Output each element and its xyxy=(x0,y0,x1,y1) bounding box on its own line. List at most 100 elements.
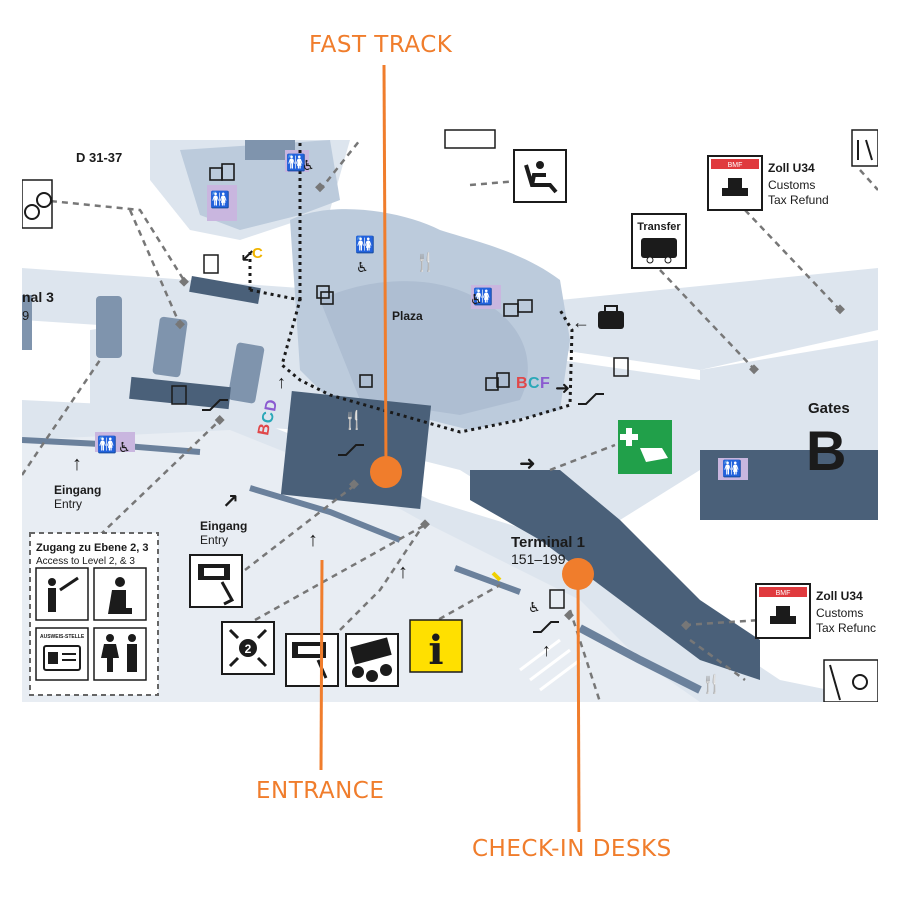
bmf-label: BMF xyxy=(728,162,743,169)
right-corridor xyxy=(560,268,878,370)
baggage-arrow: ← xyxy=(572,312,590,332)
wheelchair-icon: ♿ xyxy=(356,260,369,276)
shop-icon xyxy=(221,163,235,181)
gates-letter: B xyxy=(806,419,846,482)
letter-b: B xyxy=(255,422,274,436)
bcd-letters: B C D xyxy=(255,398,281,436)
restroom-icon: 🚻 xyxy=(473,287,493,306)
terminal3-label: nal 3 xyxy=(22,289,54,305)
restroom-icon: 🚻 xyxy=(355,235,375,254)
restaurant-icons: 🍴 🍴 🍴 xyxy=(342,251,722,695)
transfer-sign: Transfer xyxy=(631,213,687,269)
bicycle-icon-left xyxy=(22,179,53,229)
top-mid-icon xyxy=(444,129,496,149)
callout-markers xyxy=(319,64,594,833)
fork-knife-icon: 🍴 xyxy=(342,409,364,431)
access-title-de: Zugang zu Ebene 2, 3 xyxy=(36,542,148,554)
first-aid-icon xyxy=(618,420,672,474)
stamp-icon xyxy=(722,178,748,196)
fast-track-dot xyxy=(370,456,402,488)
entry-mid-de: Eingang xyxy=(200,519,247,533)
checkin-label: CHECK-IN DESKS xyxy=(472,836,672,862)
elevator-icon xyxy=(203,254,219,274)
plaza-arrow-up: ↑ xyxy=(277,372,286,392)
fast-track-line xyxy=(382,64,388,471)
concourse-strip-2 xyxy=(249,485,402,543)
escalator-stripes xyxy=(519,638,581,692)
restroom-icon: 🚻 xyxy=(210,190,230,209)
ausweis-label: AUSWEIS-STELLE xyxy=(40,634,85,640)
prayer-pictogram xyxy=(93,567,147,621)
fast-track-block xyxy=(280,390,432,510)
entry-mid-arrow: ↗ xyxy=(222,491,239,513)
escalator-icon xyxy=(338,444,364,456)
restroom-icon: 🚻 xyxy=(97,435,117,454)
atm-icon-left xyxy=(189,554,243,608)
letter-f: F xyxy=(540,375,550,392)
restroom-tile-5 xyxy=(95,432,135,452)
zoll-bottom-line2: Tax Refunc xyxy=(816,621,876,635)
left-counter-row xyxy=(129,376,231,410)
bus-icon xyxy=(641,238,677,258)
lower-left-floor xyxy=(22,430,700,702)
shop-icon xyxy=(485,377,499,391)
access-title-en: Access to Level 2, & 3 xyxy=(36,556,135,567)
plaza-label: Plaza xyxy=(392,309,423,323)
atm-icon-mid xyxy=(285,633,339,687)
top-right-icon xyxy=(851,129,878,167)
escalator-icon xyxy=(578,393,604,405)
top-right-block xyxy=(245,140,295,160)
yellow-mark xyxy=(491,571,502,582)
shop-icon xyxy=(359,374,373,388)
concourse-strip-4 xyxy=(578,624,702,694)
entry-mid-en: Entry xyxy=(200,533,228,547)
concourse-strip-3 xyxy=(453,565,522,595)
left-block-2 xyxy=(96,296,122,358)
restroom-tile-3 xyxy=(471,285,501,309)
restroom-tile-2 xyxy=(207,185,237,221)
restroom-tile-1 xyxy=(285,150,309,172)
customs-bottom: BMF Zoll U34 Customs Tax Refunc xyxy=(755,583,876,639)
letter-d: D xyxy=(262,398,281,412)
elevator-icon xyxy=(613,357,629,377)
letter-c-yellow: C xyxy=(252,245,263,262)
escalator-icon xyxy=(202,399,228,411)
left-block-1 xyxy=(22,295,32,350)
letter-c: C xyxy=(259,410,278,425)
bicycle-icon-right xyxy=(823,659,878,702)
terminal3-number: 9 xyxy=(22,308,29,323)
escalator-icon xyxy=(533,621,559,633)
entrance-arrow-2: ↑ xyxy=(398,561,408,583)
customs-top: BMF Zoll U34 Customs Tax Refund xyxy=(707,155,829,211)
entry-left-arrow: ↑ xyxy=(72,453,82,475)
wheelchair-icon: ♿ xyxy=(528,600,541,616)
entry-left-en: Entry xyxy=(54,497,82,511)
d-gates-label: D 31-37 xyxy=(76,150,122,165)
restroom-icons: 🚻 ♿ 🚻 🚻 ♿ 🚻 ♿ 🚻 🚻 ♿ ♿ xyxy=(97,153,742,616)
left-block-3 xyxy=(152,316,188,378)
elevator-icon xyxy=(549,589,565,609)
bcf-letters: B C F xyxy=(516,375,550,392)
baggage-icon xyxy=(598,305,624,329)
shop-icons xyxy=(209,163,533,391)
elevator-icon xyxy=(171,385,187,405)
bcf-arrow: ➜ xyxy=(555,378,570,398)
entrance-label: ENTRANCE xyxy=(256,778,385,804)
terminal1-label: Terminal 1 xyxy=(511,534,585,551)
zoll-bottom-title: Zoll U34 xyxy=(816,589,863,603)
info-icon: i xyxy=(409,619,463,674)
security-boundary xyxy=(248,140,574,434)
map-area: D 31-37 nal 3 9 Plaza Gates B Terminal 1… xyxy=(22,129,878,702)
restroom-tile-4 xyxy=(718,458,748,480)
top-left-block xyxy=(189,276,261,304)
fast-track-label: FAST TRACK xyxy=(309,32,453,58)
meeting-point-icon: 2 xyxy=(221,621,275,675)
fork-knife-icon: 🍴 xyxy=(414,251,436,273)
lounge-icon xyxy=(513,149,567,203)
left-block-4 xyxy=(227,342,265,404)
zoll-bottom-line1: Customs xyxy=(816,606,863,620)
level-two-label: 2 xyxy=(245,642,252,656)
id-office-pictogram: AUSWEIS-STELLE xyxy=(35,627,89,681)
departure-pictogram xyxy=(35,567,89,621)
